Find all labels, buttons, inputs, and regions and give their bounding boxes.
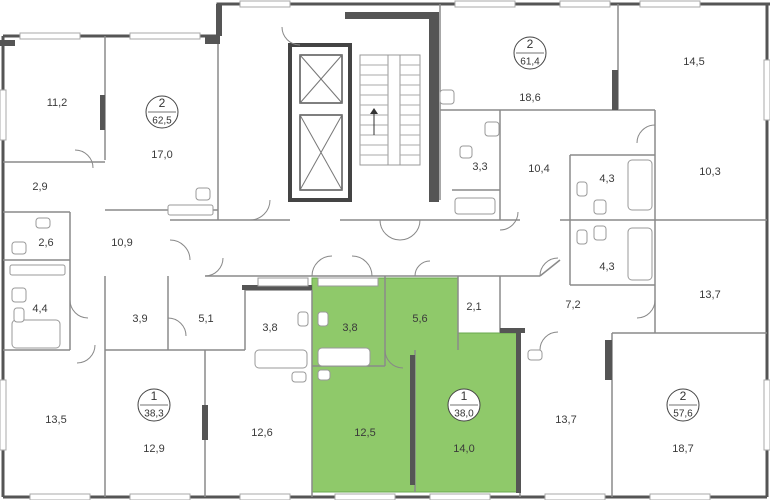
door-swings	[69, 26, 656, 369]
bathroom-fixtures	[9, 89, 653, 383]
room-area: 14,5	[683, 56, 704, 68]
svg-text:38,3: 38,3	[144, 409, 164, 420]
svg-text:62,5: 62,5	[152, 116, 172, 127]
svg-text:2: 2	[680, 389, 687, 403]
apartment-badges: 2 62,5 2 61,4 1 38,3 1 38,0 2 57,6	[137, 36, 700, 422]
room-area: 14,0	[453, 443, 474, 455]
apartment-badge[interactable]: 2 62,5	[145, 95, 179, 129]
room-area: 13,5	[45, 414, 66, 426]
room-area: 12,9	[143, 443, 164, 455]
room-area: 4,4	[32, 303, 47, 315]
room-area: 18,7	[672, 443, 693, 455]
stair-core	[288, 43, 421, 202]
room-area: 7,2	[565, 299, 580, 311]
apartment-badge[interactable]: 2 61,4	[513, 36, 547, 70]
room-area: 5,1	[198, 313, 213, 325]
svg-text:1: 1	[461, 389, 468, 403]
svg-text:38,0: 38,0	[454, 409, 474, 420]
svg-text:61,4: 61,4	[520, 57, 540, 68]
room-area: 13,7	[699, 289, 720, 301]
room-area: 17,0	[151, 149, 172, 161]
room-area: 18,6	[519, 92, 540, 104]
room-area: 3,8	[262, 322, 277, 334]
room-area: 10,4	[528, 163, 549, 175]
room-area: 10,9	[111, 237, 132, 249]
room-area: 12,5	[354, 427, 375, 439]
highlighted-apartment[interactable]	[311, 277, 521, 493]
apartment-badge[interactable]: 1 38,0	[447, 388, 481, 422]
svg-text:1: 1	[151, 389, 158, 403]
room-area: 3,9	[132, 313, 147, 325]
room-labels: 11,2 17,0 2,9 2,6 10,9 4,4 3,9 5,1 3,8 3…	[32, 56, 720, 455]
room-area: 5,6	[412, 313, 427, 325]
room-area: 2,9	[32, 181, 47, 193]
room-area: 13,7	[555, 414, 576, 426]
svg-text:2: 2	[159, 96, 166, 110]
room-area: 12,6	[251, 427, 272, 439]
room-area: 3,3	[472, 161, 487, 173]
room-area: 2,1	[466, 301, 481, 313]
apartment-badge[interactable]: 1 38,3	[137, 388, 171, 422]
room-area: 3,8	[342, 322, 357, 334]
svg-text:57,6: 57,6	[673, 409, 693, 420]
room-area: 4,3	[599, 173, 614, 185]
svg-text:2: 2	[527, 37, 534, 51]
room-area: 11,2	[47, 97, 68, 109]
apartment-badge[interactable]: 2 57,6	[666, 388, 700, 422]
room-area: 4,3	[599, 261, 614, 273]
room-area: 2,6	[38, 237, 53, 249]
thick-walls	[0, 4, 618, 493]
room-area: 10,3	[699, 166, 720, 178]
